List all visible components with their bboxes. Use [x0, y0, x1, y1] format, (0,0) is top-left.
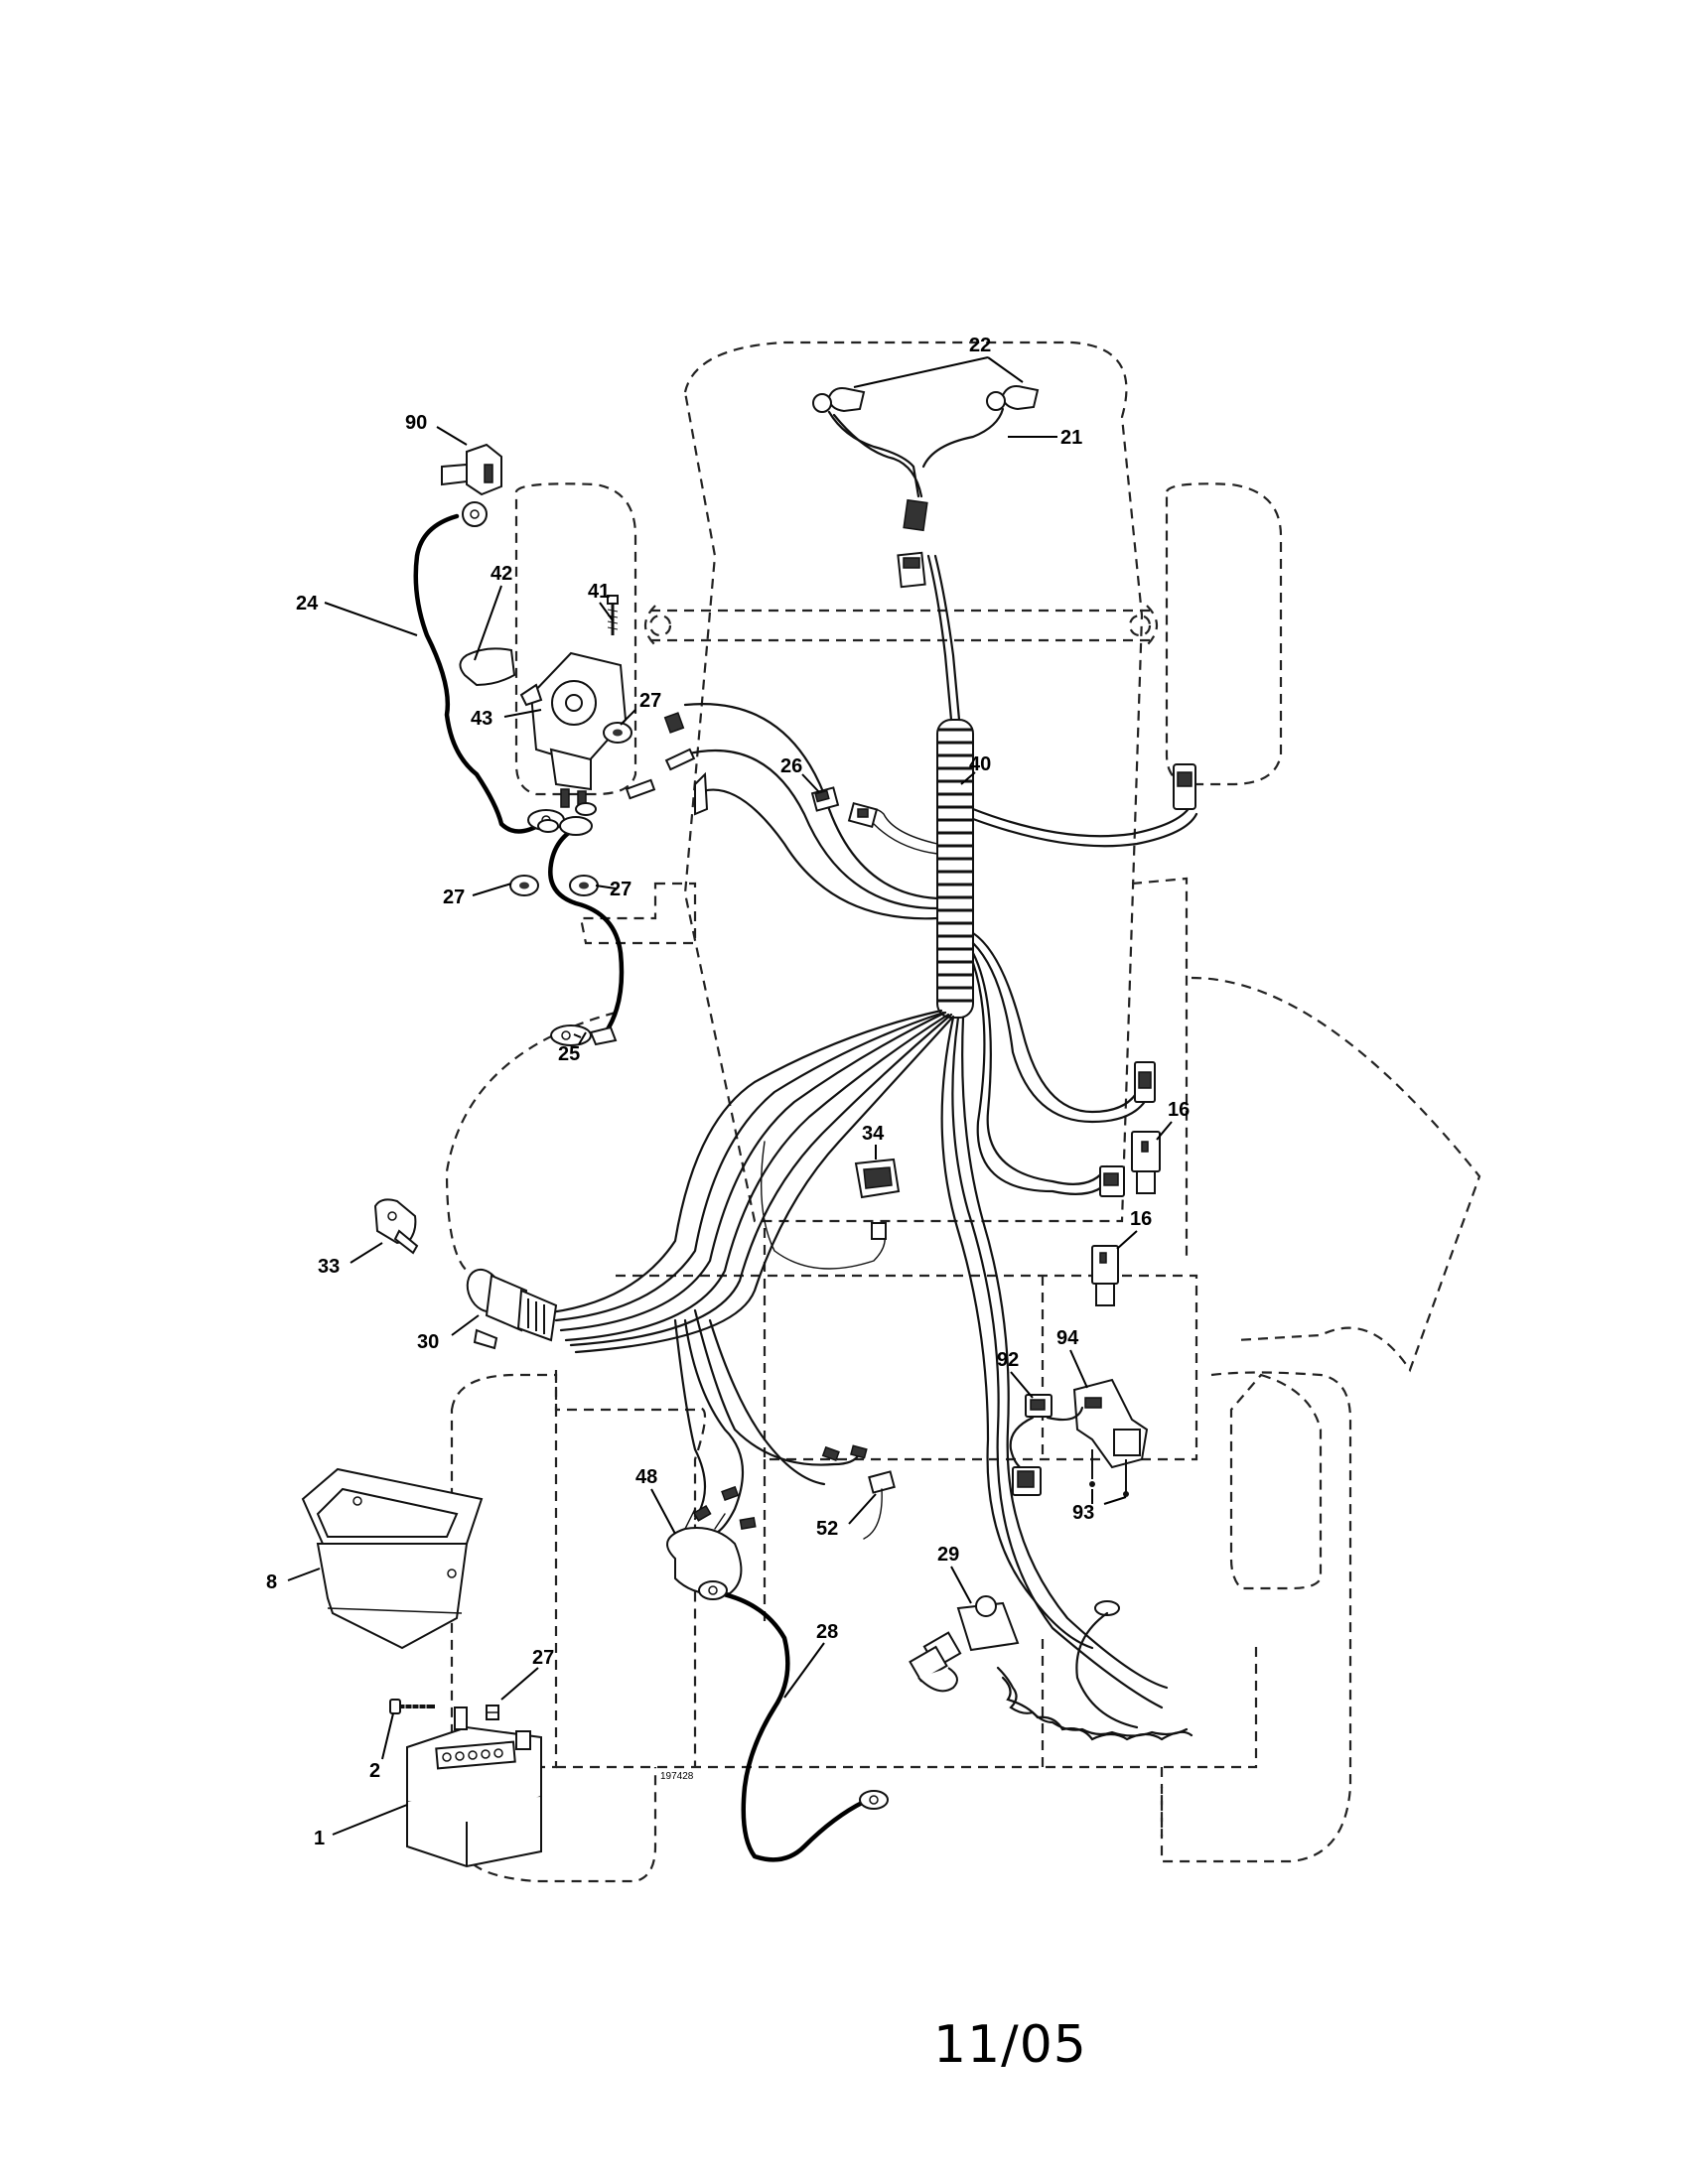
part-30-ignition-switch [466, 1268, 558, 1350]
callout-42: 42 [491, 563, 512, 585]
callout-41: 41 [588, 581, 610, 603]
part-16-plunger-switch-b [1091, 1245, 1119, 1306]
part-92-jumper-harness [1009, 1394, 1084, 1496]
callout-16-upper: 16 [1168, 1099, 1190, 1121]
part-43-solenoid [519, 651, 628, 810]
callout-leader-lines [287, 356, 1173, 1836]
callout-48: 48 [635, 1466, 657, 1488]
callout-26: 26 [780, 755, 802, 777]
callout-22: 22 [969, 335, 991, 356]
part-2-bolt [389, 1699, 435, 1714]
callout-93: 93 [1072, 1502, 1094, 1524]
callout-92: 92 [997, 1349, 1019, 1371]
part-33-key [373, 1198, 419, 1255]
part-1-battery [406, 1706, 542, 1868]
cable-28 [698, 1580, 889, 1862]
callout-24: 24 [296, 593, 319, 614]
coiled-cord [996, 1666, 1193, 1741]
callout-33: 33 [318, 1256, 340, 1278]
callout-29: 29 [937, 1544, 959, 1566]
callout-27-left: 27 [443, 887, 465, 908]
callout-28: 28 [816, 1621, 838, 1643]
footer-date: 11/05 [933, 2015, 1087, 2075]
part-26-plug [810, 786, 879, 829]
callout-43: 43 [471, 708, 492, 730]
callout-labels: 22 21 90 24 42 41 43 27 27 27 27 26 40 2… [266, 335, 1190, 1849]
callout-25: 25 [558, 1043, 580, 1065]
part-48-light [666, 1508, 743, 1595]
part-16-plunger-switch-a [1131, 1131, 1161, 1194]
callout-16-lower: 16 [1130, 1208, 1152, 1230]
cable-25 [548, 816, 625, 1046]
drawing-number: 197428 [660, 1771, 694, 1782]
part-8-battery-tray [301, 1467, 484, 1650]
solenoid-terminals [625, 712, 709, 816]
part-52-connector [863, 1470, 896, 1540]
headlight-bulbs [812, 385, 1040, 589]
part-42-boot [459, 647, 516, 687]
callout-27-right: 27 [610, 879, 632, 900]
right-front-connector [1173, 763, 1196, 810]
callout-21: 21 [1060, 427, 1082, 449]
callout-8: 8 [266, 1571, 277, 1593]
nut-27-battery [486, 1705, 499, 1720]
part-94-seat-switch [1072, 1378, 1149, 1497]
callout-30: 30 [417, 1331, 439, 1353]
part-90-fuse-holder [441, 443, 502, 496]
main-harness [549, 554, 1198, 1709]
tractor-outline [445, 341, 1481, 1883]
callout-27-solenoid: 27 [639, 690, 661, 712]
part-34-rocker-switch [854, 1158, 901, 1240]
callout-90: 90 [405, 412, 427, 434]
branch-connectors [692, 1444, 868, 1531]
nuts-27-solenoid [509, 722, 632, 896]
callout-27-battery: 27 [532, 1647, 554, 1669]
callout-2: 2 [369, 1760, 380, 1782]
harness-loom-upper [936, 719, 974, 1019]
callout-40: 40 [969, 753, 991, 775]
callout-94: 94 [1056, 1327, 1079, 1349]
callout-52: 52 [816, 1518, 838, 1540]
part-29-switch [909, 1595, 1193, 1741]
connectors-right-16 [1099, 1061, 1156, 1197]
callout-34: 34 [862, 1123, 885, 1145]
callout-1: 1 [314, 1828, 325, 1849]
